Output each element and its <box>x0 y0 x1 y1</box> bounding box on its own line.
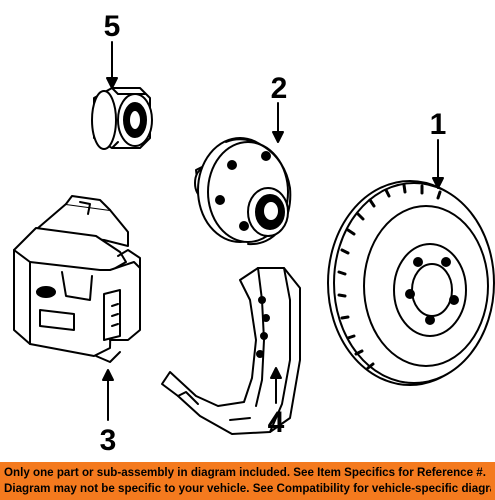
disclaimer-line-1: Only one part or sub-assembly in diagram… <box>4 466 486 479</box>
leader-lines <box>102 41 444 421</box>
wheel-bearing-illustration <box>91 87 153 150</box>
callout-5: 5 <box>104 10 121 43</box>
splash-shield-illustration <box>161 267 301 435</box>
callout-2: 2 <box>271 72 288 105</box>
wheel-hub-illustration <box>194 137 292 246</box>
callout-1: 1 <box>430 108 447 141</box>
callout-4: 4 <box>268 406 285 439</box>
disclaimer-line-2: Diagram may not be specific to your vehi… <box>4 482 491 495</box>
brake-rotor-illustration <box>327 180 495 386</box>
disclaimer-banner: Only one part or sub-assembly in diagram… <box>0 462 495 500</box>
brake-caliper-illustration <box>13 195 141 363</box>
parts-diagram: 5 2 1 3 4 <box>13 10 495 457</box>
callout-3: 3 <box>100 424 117 457</box>
